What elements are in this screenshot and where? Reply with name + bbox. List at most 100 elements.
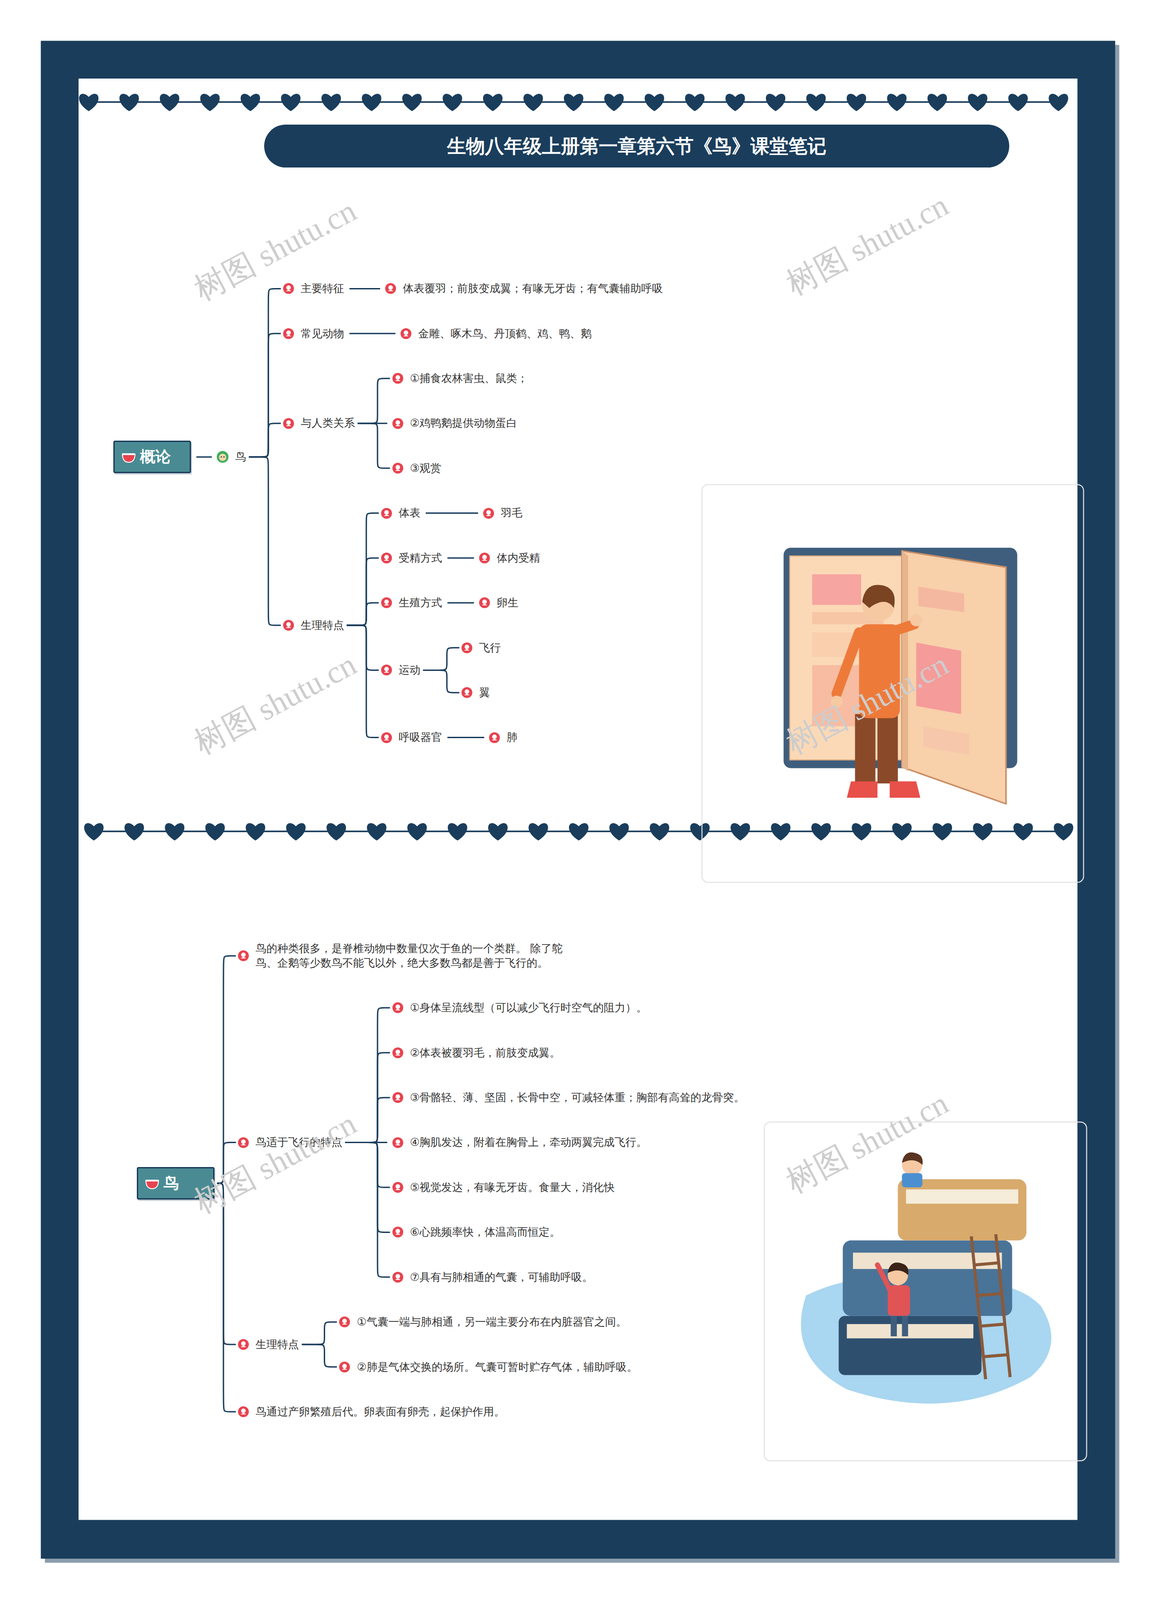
heart — [932, 823, 952, 841]
heart — [806, 93, 826, 112]
bullet-icon — [282, 327, 295, 340]
topic-text: ③骨骼轻、薄、坚固，长骨中空，可减轻体重；胸部有高耸的龙骨突。 — [410, 1090, 746, 1105]
branch-connector — [447, 736, 485, 739]
heart — [1053, 823, 1074, 841]
topic-text: 受精方式 — [398, 550, 443, 566]
heart — [1013, 823, 1033, 841]
heart — [765, 93, 786, 112]
branch-connector — [196, 456, 212, 458]
branch-connector — [349, 288, 381, 290]
topic-node: 卵生 — [478, 595, 519, 611]
panel — [78, 78, 1078, 1521]
heart — [83, 823, 104, 841]
topic-node: 与人类关系 — [282, 415, 355, 431]
topic-node: 体表 — [380, 505, 421, 521]
topic-node: 生理特点 — [237, 1337, 299, 1352]
heart — [892, 823, 912, 841]
topic-text: ①捕食农林害虫、鼠类； — [410, 371, 529, 386]
bullet-icon — [338, 1361, 351, 1374]
heart — [442, 93, 462, 112]
bullet-icon — [282, 282, 295, 295]
bullet-icon — [461, 686, 473, 699]
topic-text: 鸟的种类很多，是脊椎动物中数量仅次于鱼的一个类群。 除了鸵鸟、企鹅等少数鸟不能飞… — [255, 941, 570, 971]
branch-connector — [423, 670, 460, 693]
heart — [685, 93, 705, 112]
topic-node: ②体表被覆羽毛，前肢变成翼。 — [391, 1045, 561, 1061]
bullet-icon — [380, 731, 393, 744]
heart — [79, 93, 99, 112]
bowl-icon — [121, 450, 137, 464]
branch-connector — [248, 456, 281, 626]
bullet-icon — [338, 1316, 351, 1329]
topic-text: 飞行 — [479, 640, 501, 656]
heart — [689, 823, 710, 841]
topic-node: 翼 — [461, 685, 490, 700]
branch-connector — [357, 378, 391, 424]
face-icon — [216, 450, 229, 464]
heart — [568, 823, 589, 841]
bullet-icon — [391, 1091, 404, 1104]
heart — [361, 93, 382, 112]
heart — [846, 93, 867, 112]
topic-text: 生理特点 — [300, 618, 345, 633]
topic-text: ④胸肌发达，附着在胸骨上，牵动两翼完成飞行。 — [410, 1135, 648, 1150]
topic-text: ⑥心跳频率快，体温高而恒定。 — [410, 1225, 561, 1240]
heart — [811, 823, 831, 841]
topic-text: 概论 — [139, 446, 171, 468]
branch-connector — [248, 288, 281, 457]
topic-text: 常见动物 — [300, 326, 345, 341]
heart — [200, 93, 220, 112]
topic-node: 鸟 — [216, 449, 247, 465]
heart — [367, 823, 387, 841]
heart — [159, 93, 180, 112]
branch-connector — [425, 512, 479, 514]
bullet-icon — [237, 1137, 250, 1149]
heart — [564, 93, 584, 112]
bullet-icon — [282, 417, 295, 430]
branch-connector — [344, 1142, 390, 1188]
topic-text: 生理特点 — [255, 1337, 299, 1352]
topic-node: 常见动物 — [282, 326, 345, 341]
branch-connector — [217, 955, 237, 1184]
heart — [483, 93, 503, 112]
bullet-icon — [391, 372, 404, 385]
branch-connector — [346, 602, 379, 626]
topic-text: ②鸡鸭鹅提供动物蛋白 — [410, 415, 518, 431]
topic-node: 肺 — [488, 730, 518, 745]
topic-node: 主要特征 — [282, 281, 345, 296]
bullet-icon — [461, 642, 473, 654]
branch-connector — [357, 423, 391, 469]
heart-divider — [79, 93, 1074, 841]
topic-node: 飞行 — [461, 640, 501, 656]
topic-node: ⑦具有与肺相通的气囊，可辅助呼吸。 — [391, 1270, 594, 1285]
topic-text: ⑤视觉发达，有喙无牙齿。食量大，消化快 — [410, 1180, 616, 1195]
heart — [326, 823, 346, 841]
frame — [40, 40, 1115, 1559]
heart — [205, 823, 225, 841]
bullet-icon — [478, 552, 491, 565]
bullet-icon — [391, 1002, 404, 1014]
topic-text: 鸟 — [163, 1173, 179, 1194]
branch-connector — [248, 333, 281, 457]
topic-text: 翼 — [479, 685, 490, 700]
topic-text: 生殖方式 — [398, 595, 443, 611]
bullet-icon — [391, 1137, 404, 1149]
heart — [407, 823, 427, 841]
heart — [973, 823, 993, 841]
bullet-icon — [384, 282, 397, 295]
heart — [887, 93, 907, 112]
topic-node: 鸟通过产卵繁殖后代。卵表面有卵壳，起保护作用。 — [237, 1404, 505, 1420]
heart — [927, 93, 947, 112]
heart — [447, 823, 468, 841]
branch-connector — [346, 558, 379, 626]
heart — [644, 93, 665, 112]
heart — [725, 93, 746, 112]
bullet-icon — [282, 619, 295, 632]
bullet-icon — [478, 596, 491, 609]
topic-node: ②肺是气体交换的场所。气囊可暂时贮存气体，辅助呼吸。 — [338, 1360, 638, 1375]
heart — [164, 823, 185, 841]
heart — [119, 93, 139, 112]
branch-connector — [248, 423, 281, 458]
title-banner: 生物八年级上册第一章第六节《鸟》课堂笔记 — [264, 124, 1010, 168]
